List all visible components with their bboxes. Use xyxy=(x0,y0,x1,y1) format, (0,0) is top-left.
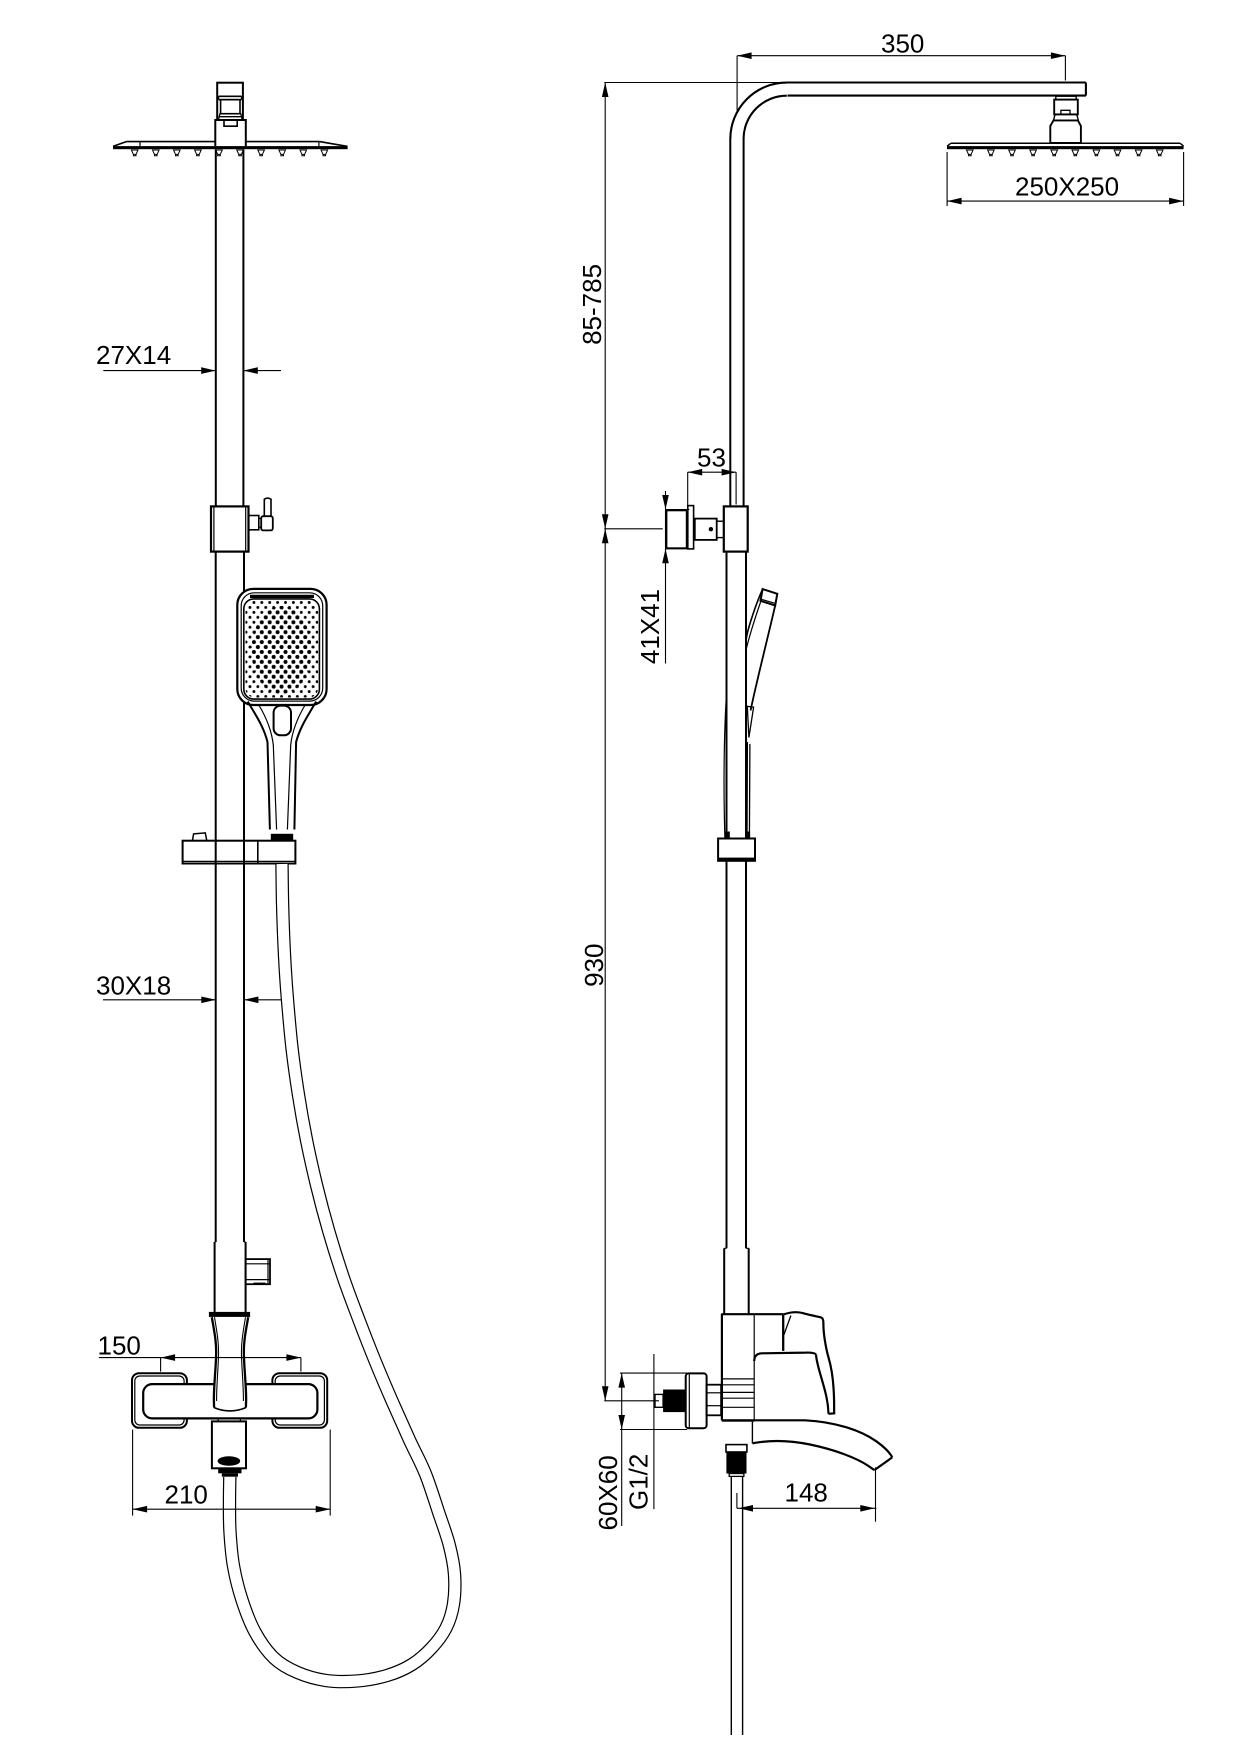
svg-text:60X60: 60X60 xyxy=(593,1455,623,1530)
svg-text:250X250: 250X250 xyxy=(1015,171,1119,201)
svg-text:148: 148 xyxy=(785,1478,828,1508)
svg-text:27X14: 27X14 xyxy=(96,340,171,370)
svg-text:G1/2: G1/2 xyxy=(624,1454,654,1510)
svg-text:930: 930 xyxy=(579,944,609,987)
svg-text:41X41: 41X41 xyxy=(635,589,665,664)
svg-text:210: 210 xyxy=(165,1479,208,1509)
svg-text:350: 350 xyxy=(881,28,924,58)
svg-text:30X18: 30X18 xyxy=(96,970,171,1000)
svg-text:150: 150 xyxy=(98,1330,141,1360)
svg-text:53: 53 xyxy=(697,442,726,472)
svg-text:85-785: 85-785 xyxy=(577,264,607,345)
